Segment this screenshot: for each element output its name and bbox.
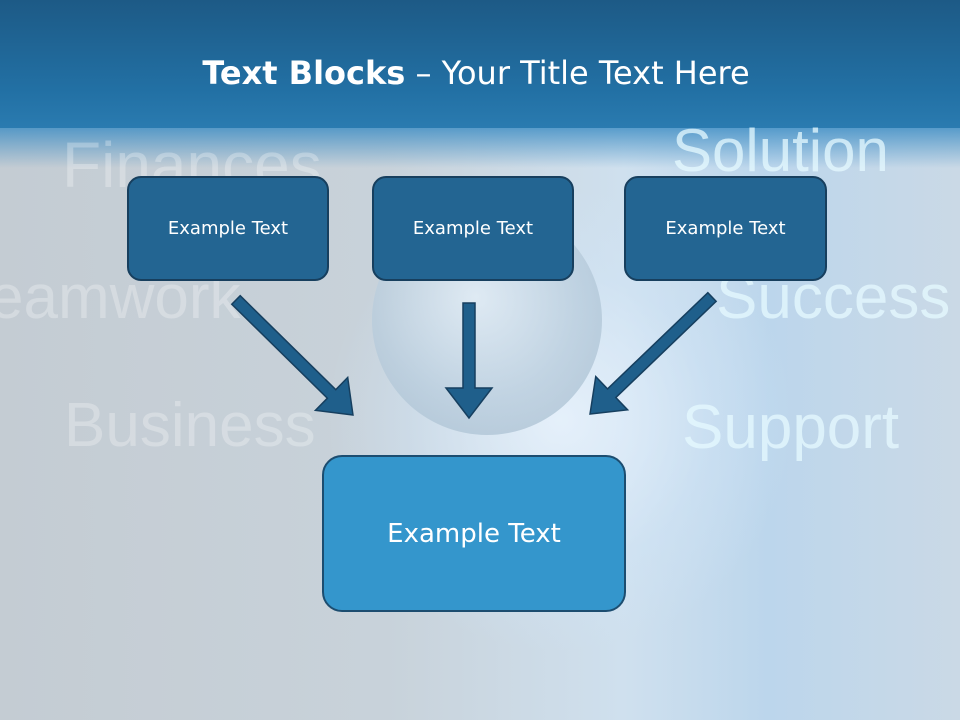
bg-word-support: Support (682, 393, 900, 462)
slide-title: Text Blocks – Your Title Text Here (0, 54, 960, 92)
title-rest: – Your Title Text Here (405, 54, 750, 92)
arrow-right (589, 291, 718, 415)
arrow-left (230, 294, 354, 416)
title-bar (0, 0, 960, 128)
title-bold: Text Blocks (202, 54, 406, 92)
text-box-2[interactable]: Example Text (372, 176, 574, 281)
header-fade (0, 128, 960, 168)
text-box-3[interactable]: Example Text (624, 176, 827, 281)
bg-word-solution: Solution (672, 117, 889, 184)
text-box-result[interactable]: Example Text (322, 455, 626, 612)
arrow-middle (444, 302, 494, 420)
bg-word-business: Business (64, 391, 316, 460)
text-box-1[interactable]: Example Text (127, 176, 329, 281)
